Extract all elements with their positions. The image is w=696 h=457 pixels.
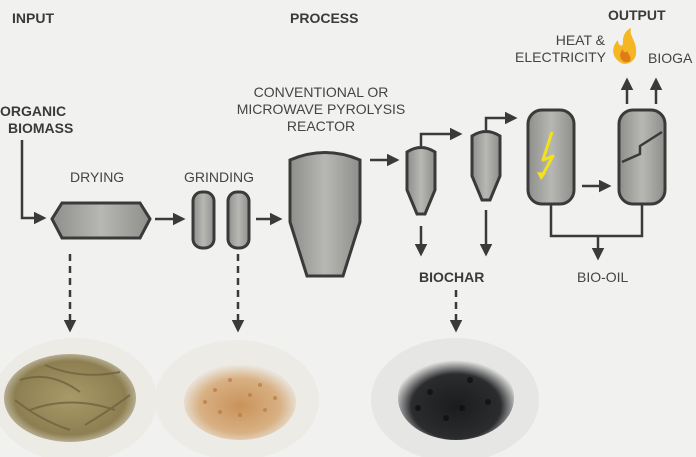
grinder-1: [191, 190, 216, 250]
cyclone2-to-condenser: [484, 111, 518, 130]
heat-label-line1: HEAT &: [555, 32, 605, 48]
bio-oil-line: [549, 204, 644, 238]
heat-electricity-label: HEAT & ELECTRICITY: [515, 32, 607, 66]
reactor-label-line1: CONVENTIONAL OR: [253, 84, 389, 100]
input-header: INPUT: [12, 10, 54, 26]
reactor-label-line3: REACTOR: [286, 118, 356, 134]
cyclone-1: [405, 146, 437, 216]
gas-unit: [617, 108, 667, 206]
reactor-label-line2: MICROWAVE PYROLYSIS: [236, 101, 406, 117]
reactor-label: CONVENTIONAL OR MICROWAVE PYROLYSIS REAC…: [226, 84, 416, 135]
cyclone1-to-cyclone2: [419, 127, 463, 146]
flame-icon: [613, 28, 637, 64]
biochar-label: BIOCHAR: [419, 269, 485, 285]
organic-label-line1: ORGANIC: [0, 103, 67, 119]
ground-biomass-photo: [155, 340, 319, 457]
output-header: OUTPUT: [608, 7, 666, 23]
process-header: PROCESS: [290, 10, 359, 26]
dryer-unit: [50, 201, 152, 240]
organic-label-line2: BIOMASS: [8, 120, 74, 136]
grinding-label: GRINDING: [184, 169, 254, 185]
grinder-2: [226, 190, 251, 250]
wheat-biomass-photo: [0, 338, 157, 457]
cyclone-2: [470, 130, 502, 202]
lightning-icon: [539, 131, 555, 179]
input-arrow: [20, 140, 47, 225]
organic-biomass-label: ORGANIC BIOMASS: [0, 103, 73, 137]
heat-label-line2: ELECTRICITY: [515, 49, 607, 65]
bio-oil-label: BIO-OIL: [577, 269, 629, 285]
pyrolysis-reactor: [288, 151, 362, 278]
biochar-photo: [371, 338, 539, 457]
biogas-label: BIOGA: [648, 50, 693, 66]
drying-label: DRYING: [70, 169, 125, 185]
